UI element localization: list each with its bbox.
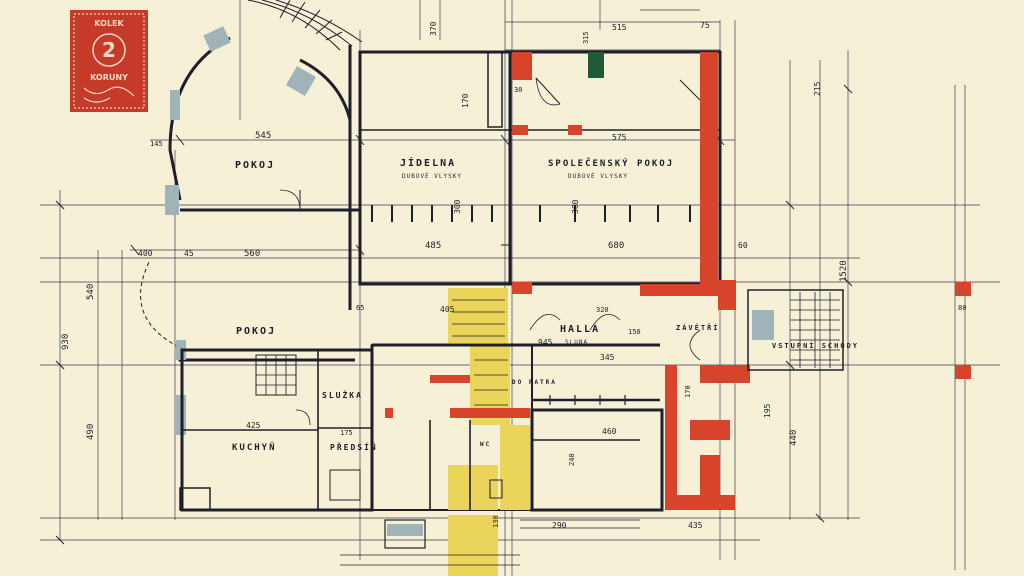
dim-315: 315 [582, 31, 590, 44]
dim-80: 80 [958, 304, 966, 312]
dim-60: 60 [738, 241, 748, 250]
dim-150: 150 [628, 328, 641, 336]
room-sub-jidelna: DUBOVÉ VLYSKY [402, 172, 462, 180]
room-label-vstupni: VSTUPNÍ SCHODY [772, 341, 859, 350]
dim-560: 560 [244, 249, 260, 259]
dimension-ticks [55, 84, 853, 545]
entrance-stairs [747, 289, 844, 371]
dim-170-b: 170 [684, 385, 692, 398]
dim-130: 130 [492, 515, 500, 528]
dim-240: 240 [568, 453, 576, 466]
room-label-kuchyn: KUCHYŇ [232, 441, 277, 453]
dim-45: 45 [184, 249, 194, 258]
dim-170: 170 [461, 93, 470, 108]
stamp-value: 2 [102, 38, 116, 62]
room-label-zavetri: ZÁVĚTŘÍ [676, 323, 720, 332]
room-label-pokoj-top: POKOJ [235, 160, 275, 171]
room-label-wc: WC [480, 441, 491, 448]
room-label-pokoj-mid: POKOJ [236, 326, 276, 337]
top-rooms-walls [279, 50, 722, 292]
dim-300-a: 300 [453, 199, 462, 214]
dim-515: 515 [612, 23, 627, 32]
room-label-predsin: PŘEDSÍŇ [330, 441, 378, 452]
room-sub-halla: SLUNA [565, 339, 588, 346]
dim-320: 320 [596, 306, 609, 314]
dim-405: 405 [440, 305, 455, 314]
dim-345: 345 [600, 353, 615, 362]
stamp-bottom-text: KORUNY [90, 73, 128, 82]
dim-370: 370 [429, 21, 438, 36]
dim-290: 290 [552, 521, 567, 530]
dim-195: 195 [763, 403, 772, 418]
dim-930: 930 [61, 334, 71, 350]
room-label-patra: DO PATRA [512, 379, 557, 386]
dim-300-b: 300 [571, 199, 580, 214]
service-core [370, 282, 533, 576]
dim-490: 490 [86, 424, 96, 440]
dim-460: 460 [602, 427, 617, 436]
dimension-labels: 545 145 485 680 560 400 45 540 930 490 4… [61, 21, 966, 530]
dim-65: 65 [356, 304, 364, 312]
dim-545: 545 [255, 131, 271, 141]
room-label-spolecensky: SPOLEČENSKÝ POKOJ [548, 157, 674, 169]
stamp-top-text: KOLEK [94, 19, 124, 28]
new-walls-red [640, 280, 971, 510]
dim-485: 485 [425, 241, 441, 251]
dim-435: 435 [688, 521, 703, 530]
dim-680: 680 [608, 241, 624, 251]
dim-575: 575 [612, 133, 627, 142]
dim-175: 175 [340, 429, 353, 437]
dim-540: 540 [86, 284, 96, 300]
room-label-sluzka: SLUŽKA [322, 389, 363, 400]
left-bay-walls [165, 26, 360, 310]
room-sub-spolecensky: DUBOVÉ VLYSKY [568, 172, 628, 180]
dim-1520: 1520 [839, 260, 849, 282]
dim-75: 75 [700, 21, 710, 30]
room-label-halla: HALLA [560, 324, 600, 335]
dim-425: 425 [246, 421, 261, 430]
spiral-stair [247, 0, 363, 51]
dim-215: 215 [813, 81, 822, 96]
halla-block-walls [372, 313, 701, 512]
dim-400: 400 [138, 249, 153, 258]
dim-945: 945 [538, 338, 553, 347]
revenue-stamp: KOLEK 2 KORUNY [70, 10, 148, 112]
dim-30: 30 [514, 86, 522, 94]
dim-440: 440 [789, 430, 799, 446]
dim-145: 145 [150, 140, 163, 148]
room-label-jidelna: JÍDELNA [400, 156, 456, 169]
bottom-steps [340, 519, 640, 566]
